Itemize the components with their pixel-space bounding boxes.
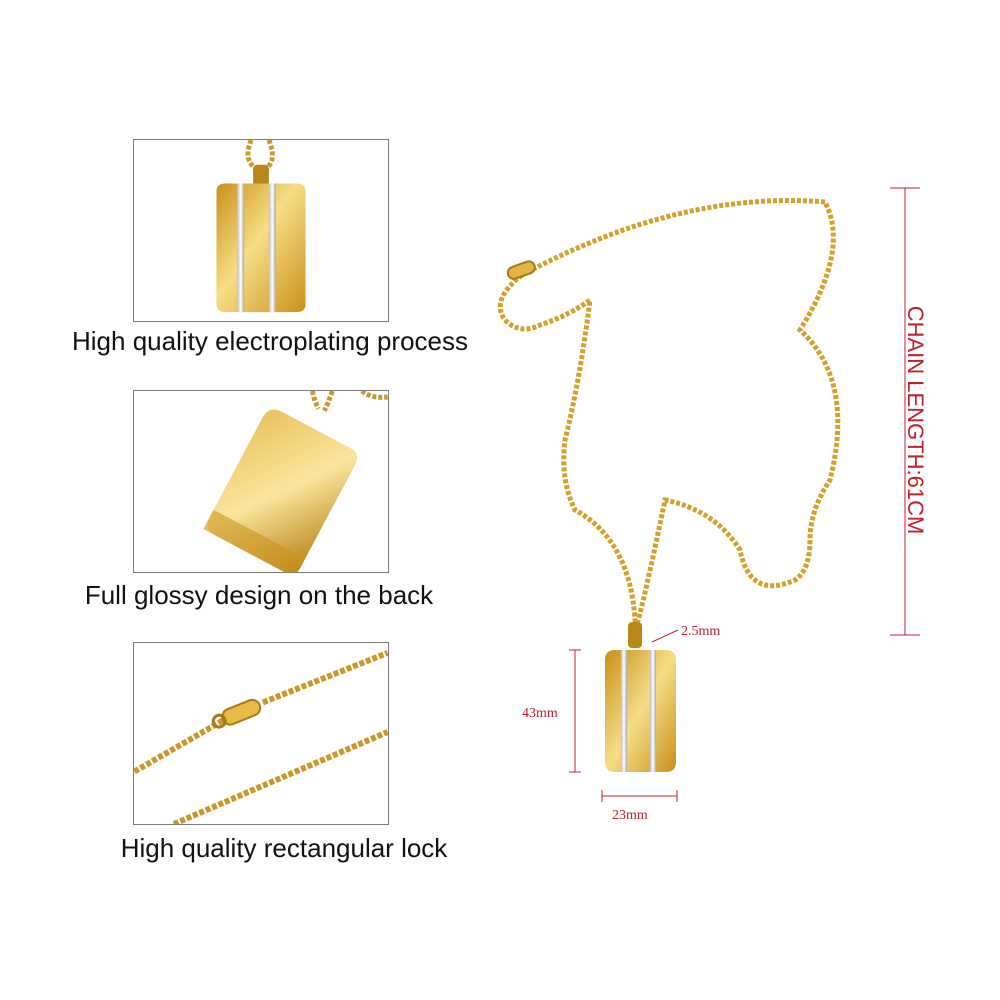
clasp	[506, 260, 536, 280]
dimension-lines	[569, 187, 920, 802]
chain-clasp-image	[134, 650, 388, 824]
feature-image-electroplating	[133, 139, 389, 322]
feature-image-glossy-back	[133, 390, 389, 573]
caption-rectangular-lock: High quality rectangular lock	[120, 833, 448, 863]
pendant-back-image	[203, 391, 388, 572]
tag-height-label: 43mm	[522, 706, 558, 721]
chain	[520, 198, 841, 632]
caption-glossy-back: Full glossy design on the back	[84, 580, 434, 610]
pendant-front-image	[216, 140, 306, 313]
dog-tag-pendant	[605, 650, 676, 772]
caption-electroplating: High quality electroplating process	[72, 326, 468, 356]
bail	[628, 622, 642, 648]
feature-image-rectangular-lock	[133, 642, 389, 825]
tag-width-label: 23mm	[612, 808, 648, 823]
necklace-main-image	[497, 187, 920, 802]
chain-length-text: CHAIN LENGTH:61CM	[903, 305, 928, 535]
bail-width-label: 2.5mm	[681, 624, 721, 639]
chain-length-label: CHAIN LENGTH:61CM	[895, 290, 935, 550]
